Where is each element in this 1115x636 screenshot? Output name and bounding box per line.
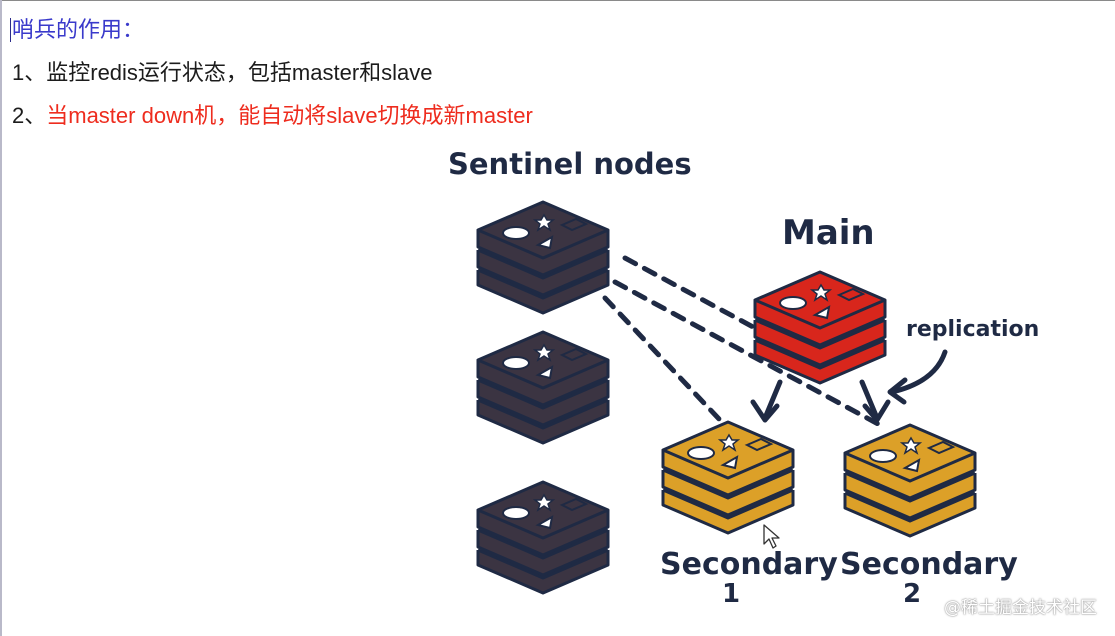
watermark: @稀土掘金技术社区 [944, 598, 1097, 618]
secondary-2-number: 2 [903, 579, 921, 609]
notes-heading: 哨兵的作用： [12, 17, 145, 42]
secondary-1-number: 1 [722, 579, 740, 609]
item-1-text: 监控redis运行状态，包括master和slave [46, 60, 433, 85]
text-caret [10, 18, 11, 42]
item-1-number: 1、 [12, 60, 47, 85]
mouse-pointer-icon [763, 524, 780, 549]
secondary-1-label: Secondary [660, 547, 838, 582]
secondary-2-label: Secondary [840, 547, 1018, 582]
sentinel-nodes-title: Sentinel nodes [448, 147, 692, 181]
notes-item-2: 2、当master down机，能自动将slave切换成新master [12, 102, 533, 130]
main-title: Main [782, 213, 875, 253]
sentinel-node-3 [476, 480, 610, 595]
window-left-border [0, 0, 2, 636]
window-top-border [0, 0, 1115, 1]
secondary-node-1 [661, 420, 795, 535]
sentinel-node-1 [476, 200, 610, 315]
item-2-number: 2、 [12, 103, 47, 128]
redis-sentinel-diagram: Sentinel nodes Main replication Secondar… [448, 147, 1039, 609]
sentinel-node-2 [476, 330, 610, 445]
replication-label: replication [906, 317, 1039, 342]
replication-arrows [750, 349, 948, 423]
notes-item-1: 1、监控redis运行状态，包括master和slave [12, 59, 433, 87]
secondary-node-2 [843, 423, 977, 538]
monitoring-dashed-lines [602, 255, 883, 428]
item-2-text: 当master down机，能自动将slave切换成新master [46, 103, 533, 128]
